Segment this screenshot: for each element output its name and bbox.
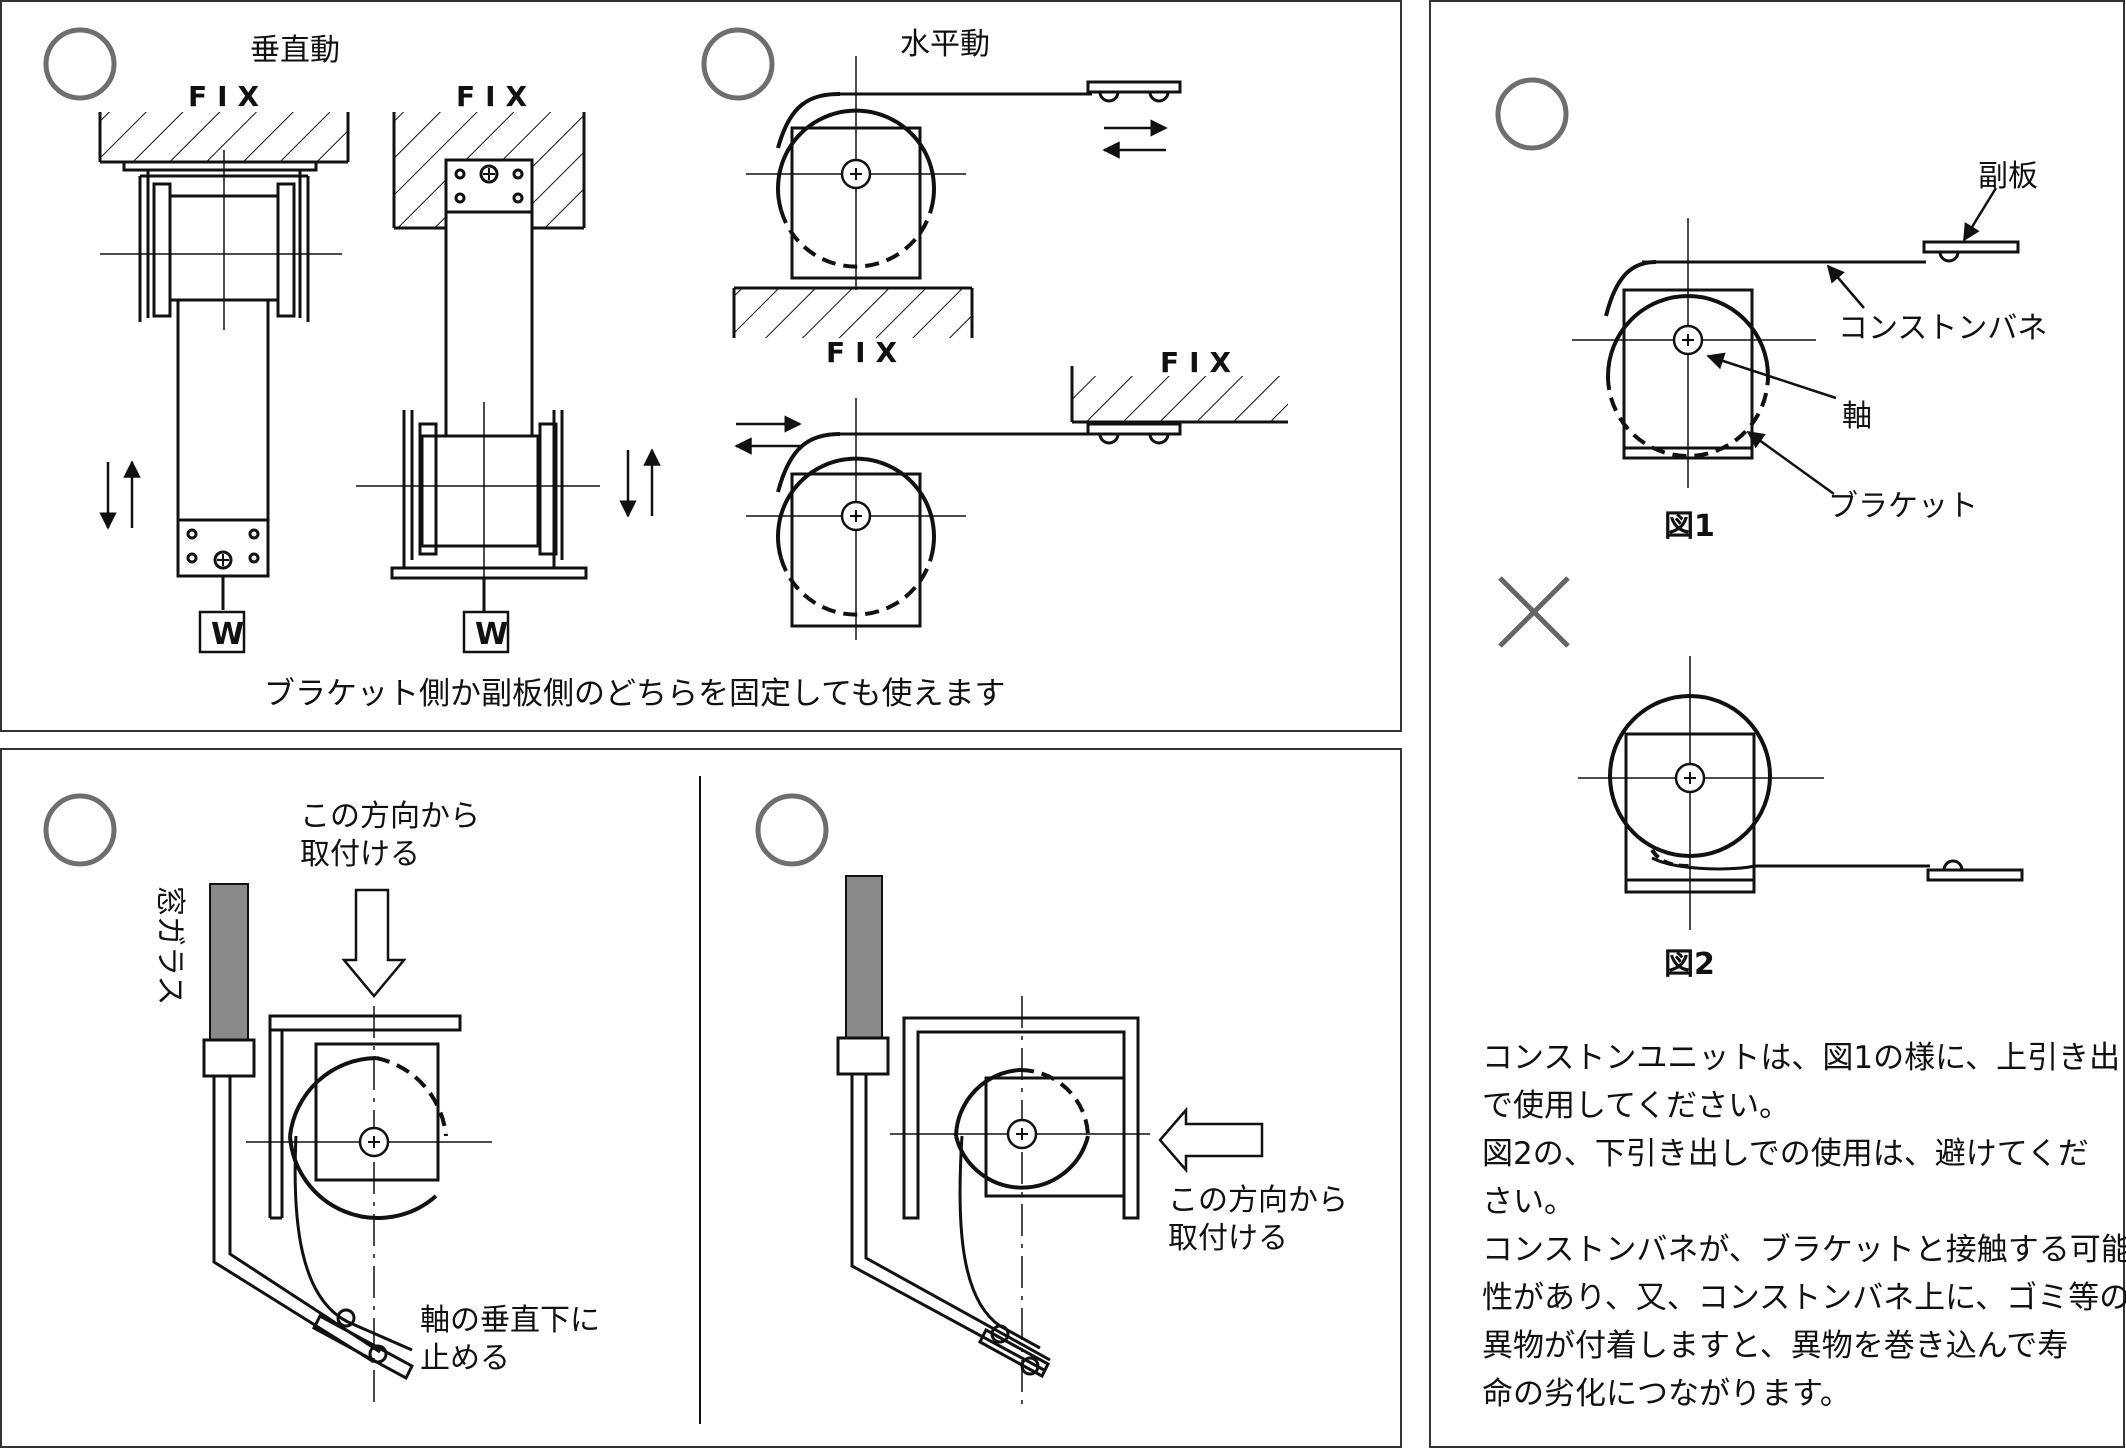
label-bracket: ブラケット: [1828, 489, 1978, 524]
direction-text-line1: この方向から: [1168, 1183, 1348, 1218]
vertical-unit-subplate-fixed: FIX: [356, 80, 661, 612]
glass-label: 窓ガラス: [152, 886, 187, 1005]
ng-cross-icon: [1498, 576, 1570, 648]
note-line: 性があり、又、コンストンバネ上に、ゴミ等の: [1482, 1280, 2126, 1316]
ok-circle-icon: [755, 793, 829, 867]
direction-text-line2: 取付ける: [300, 837, 420, 872]
vertical-title: 垂直動: [250, 33, 340, 68]
figure-2: [1578, 656, 2024, 930]
ok-circle-icon: [701, 27, 775, 101]
horizontal-unit-base-fixed: FIX: [732, 56, 1182, 369]
note-line: さい。: [1482, 1184, 1575, 1220]
note-line: 命の劣化につながります。: [1482, 1376, 1851, 1412]
figure-2-caption: 図2: [1664, 947, 1715, 982]
label-spring: コンストンバネ: [1838, 311, 2047, 346]
ok-circle-icon: [43, 27, 117, 101]
weight-label: W: [211, 617, 244, 652]
weight-label: W: [475, 617, 508, 652]
ok-circle-icon: [43, 793, 117, 867]
ok-circle-icon: [1495, 77, 1569, 151]
note-line: コンストンユニットは、図1の様に、上引き出し: [1482, 1040, 2126, 1076]
note-line: で使用してください。: [1482, 1088, 1790, 1124]
label-subplate: 副板: [1978, 159, 2038, 194]
horizontal-unit-subplate-fixed: FIX: [734, 346, 1288, 640]
fix-label: FIX: [188, 80, 269, 113]
label-shaft: 軸: [1842, 399, 1872, 434]
fix-label: FIX: [1160, 346, 1241, 379]
weight-box: [462, 610, 510, 654]
figure-1: [1572, 187, 2020, 496]
down-arrow-icon: [341, 888, 407, 998]
fix-label: FIX: [826, 336, 907, 369]
top-caption: ブラケット側か副板側のどちらを固定しても使えます: [264, 676, 1006, 712]
stop-text-line1: 軸の垂直下に: [420, 1303, 600, 1338]
mount-diagram-left: [202, 883, 492, 1410]
top-panel-frame: [0, 0, 1402, 732]
bottom-panel-frame: [0, 748, 1402, 1448]
fix-label: FIX: [456, 80, 537, 113]
direction-text-line1: この方向から: [300, 799, 480, 834]
stop-text-line2: 止める: [420, 1341, 510, 1376]
horizontal-title: 水平動: [900, 27, 990, 62]
usage-notes: コンストンユニットは、図1の様に、上引き出し で使用してください。 図2の、下引…: [1482, 1040, 2126, 1412]
note-line: 異物が付着しますと、異物を巻き込んで寿: [1482, 1328, 2068, 1364]
left-arrow-icon: [1158, 1106, 1264, 1174]
mount-diagram-right: [836, 875, 1264, 1410]
note-line: コンストンバネが、ブラケットと接触する可能: [1482, 1232, 2126, 1268]
right-panel-frame: [1429, 0, 2125, 1448]
note-line: 図2の、下引き出しでの使用は、避けてくだ: [1482, 1136, 2089, 1172]
vertical-unit-ceiling: FIX: [98, 80, 350, 610]
figure-1-caption: 図1: [1664, 509, 1715, 544]
weight-box: [198, 610, 246, 654]
direction-text-line2: 取付ける: [1168, 1221, 1288, 1256]
